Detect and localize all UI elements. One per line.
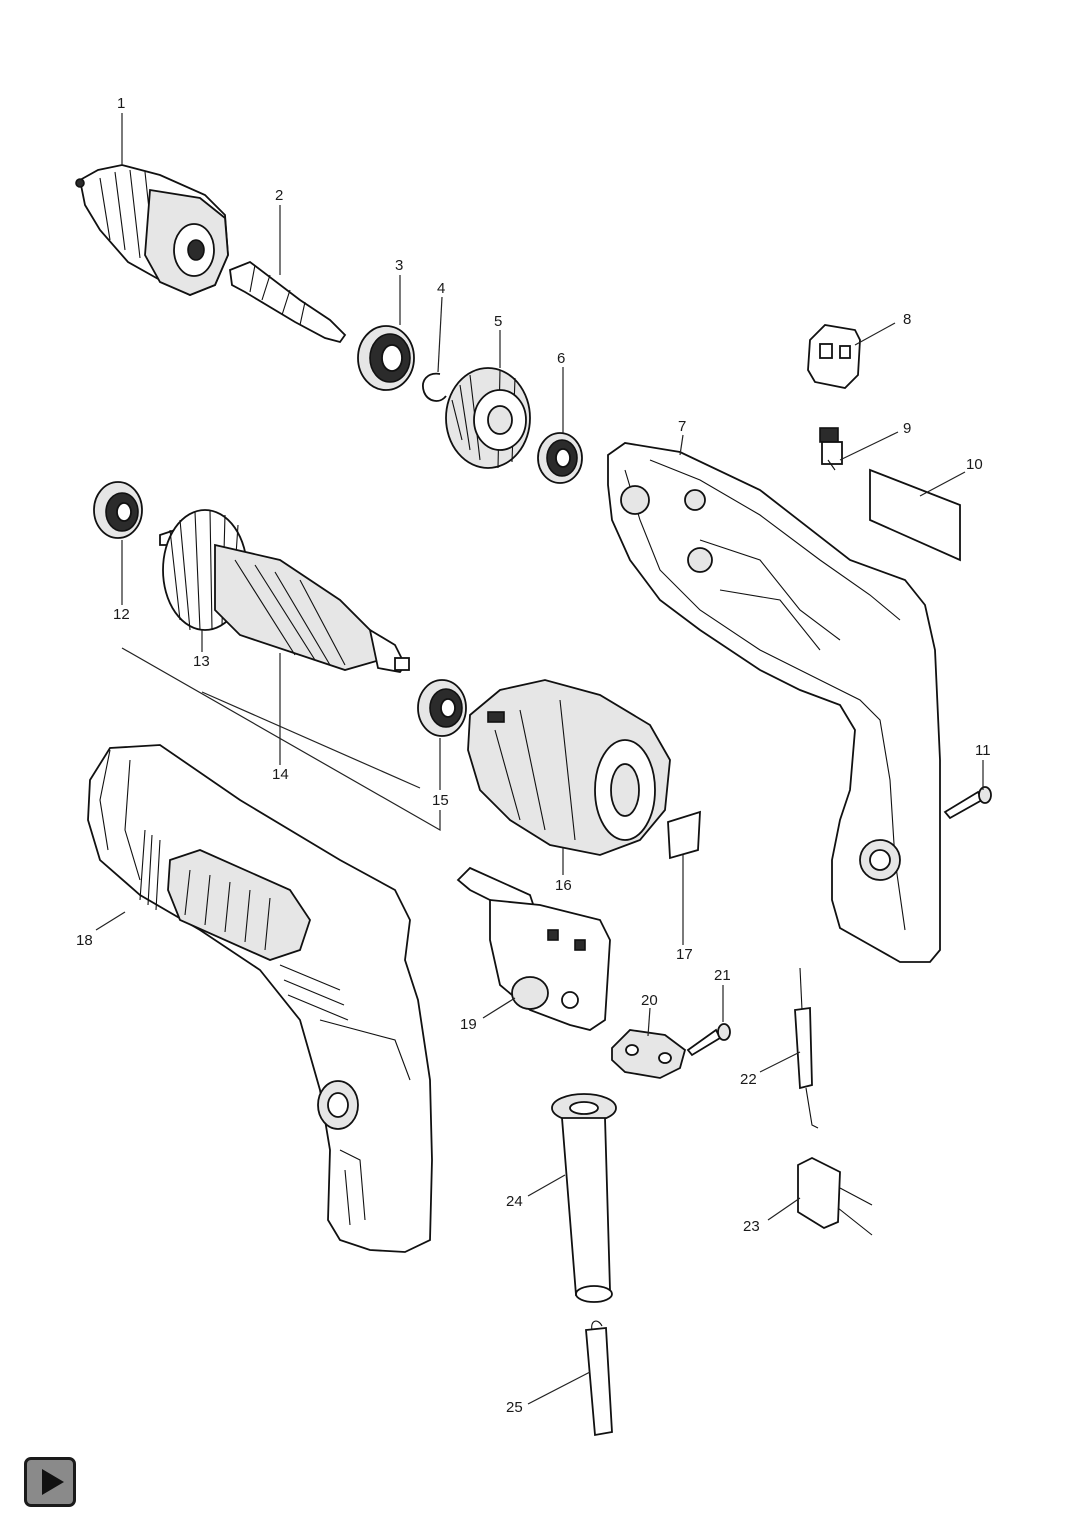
part-18-housing: [87, 744, 433, 1253]
part-17-insulation: [667, 810, 701, 860]
part-15-bearing: [417, 679, 467, 737]
label-21: 21: [714, 967, 731, 984]
part-1-chuck: [75, 164, 229, 296]
part-4-retaining-ring: [422, 372, 447, 402]
label-24: 24: [506, 1193, 523, 1210]
part-8-brush-holder: [807, 324, 861, 389]
label-19: 19: [460, 1016, 477, 1033]
label-10: 10: [966, 456, 983, 473]
play-icon: [42, 1469, 64, 1495]
part-10-name-plate: [869, 468, 961, 562]
label-9: 9: [903, 420, 911, 437]
label-6: 6: [557, 350, 565, 367]
label-16: 16: [555, 877, 572, 894]
leader-lines: [95, 113, 984, 1405]
part-20-strain-relief: [611, 1029, 687, 1079]
part-19-switch: [456, 866, 611, 1031]
callout-labels: 1 2 3 4 5 6 7 8 9 10 11 12 13 14 15 16 1…: [76, 95, 991, 1416]
play-button[interactable]: [24, 1457, 76, 1507]
label-14: 14: [272, 766, 289, 783]
part-16-field: [467, 679, 671, 856]
label-22: 22: [740, 1071, 757, 1088]
part-14-armature: [159, 509, 410, 673]
label-5: 5: [494, 313, 502, 330]
label-23: 23: [743, 1218, 760, 1235]
part-11-screw: [943, 786, 992, 820]
label-13: 13: [193, 653, 210, 670]
label-18: 18: [76, 932, 93, 949]
label-25: 25: [506, 1399, 523, 1416]
part-9-carbon-brush: [819, 427, 843, 471]
label-20: 20: [641, 992, 658, 1009]
part-23-capacitor: [797, 1156, 873, 1236]
label-3: 3: [395, 257, 403, 274]
part-24-cord-guard: [551, 1093, 617, 1303]
label-7: 7: [678, 418, 686, 435]
part-6-bearing: [537, 432, 583, 484]
part-22-noise-suppressor: [794, 967, 819, 1129]
part-25-cord: [585, 1320, 613, 1437]
label-8: 8: [903, 311, 911, 328]
label-1: 1: [117, 95, 125, 112]
part-7-housing: [607, 442, 941, 963]
label-12: 12: [113, 606, 130, 623]
part-12-bearing: [93, 481, 143, 539]
label-15: 15: [432, 792, 449, 809]
part-5-gear: [445, 367, 531, 469]
part-3-bearing: [357, 325, 415, 391]
label-11: 11: [975, 742, 991, 759]
label-17: 17: [676, 946, 693, 963]
label-2: 2: [275, 187, 283, 204]
part-21-screw: [686, 1023, 731, 1057]
label-4: 4: [437, 280, 445, 297]
part-2-spindle: [229, 260, 347, 344]
